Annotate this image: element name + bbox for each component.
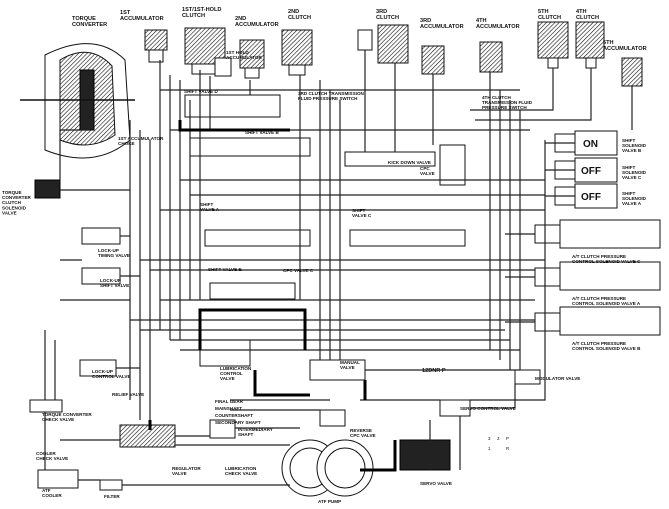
label-servo-valve: SERVO VALVE: [420, 481, 452, 486]
ssv-a-body: [554, 183, 618, 209]
modulator-body: [514, 369, 541, 385]
label-modulator: MODULATOR VALVE: [535, 376, 580, 381]
lub-check-body: [209, 419, 236, 439]
label-shift-valve-e: SHIFT VALVE E: [208, 267, 242, 272]
ac-c-body: [534, 219, 661, 249]
kick-down-body: [344, 151, 436, 167]
ac-b-body: [534, 306, 661, 336]
label-relief: RELIEF VALVE: [112, 392, 144, 397]
label-cpc-valve-c: CPC VALVE C: [283, 268, 314, 273]
gear-marker-2: 2: [497, 436, 500, 441]
clutch-5th-body: [537, 21, 569, 69]
label-shift-valve-b: SHIFT VALVE B: [245, 130, 279, 135]
label-servo-control: SERVO CONTROL VALVE: [460, 406, 516, 411]
label-countershaft: COUNTERSHAFT: [215, 413, 253, 418]
clutch-2nd-body: [281, 29, 313, 76]
servo-valve-body: [399, 439, 451, 471]
atf-pump-body: [281, 439, 374, 497]
shift-positions: 12DNR P: [422, 368, 446, 374]
ssv-b-state: ON: [583, 139, 598, 150]
shift-valve-d-body: [184, 94, 281, 118]
filter-body: [99, 479, 123, 491]
regulator-body: [119, 424, 176, 448]
acc-1st-hold-body: [214, 57, 232, 77]
ssv-b-body: [554, 130, 618, 156]
clutch-3rd-body: [357, 24, 409, 64]
lubrication-control-body: [199, 339, 251, 367]
acc-4th-body: [479, 41, 503, 73]
acc-3rd-body: [421, 45, 445, 75]
label-mainshaft: MAINSHAFT: [215, 406, 242, 411]
gear-marker-r: R: [506, 446, 509, 451]
ssv-a-state: OFF: [581, 192, 601, 203]
gear-marker-p: P: [506, 436, 509, 441]
label-shift-valve-d: SHIFT VALVE D: [184, 89, 218, 94]
label-filter: FILTER: [104, 494, 120, 499]
label-final-gear: FINAL GEAR: [215, 399, 244, 404]
label-kick-down: KICK DOWN VALVE: [388, 160, 431, 165]
shift-valve-b-body: [189, 137, 311, 157]
acc-2nd-body: [239, 39, 265, 79]
shift-valve-e-body: [209, 282, 296, 300]
acc-1st-body: [144, 29, 168, 63]
clutch-4th-body: [575, 21, 605, 69]
hydraulic-lines: [44, 50, 633, 486]
tc-check-body: [29, 399, 63, 413]
gear-marker-1: 1: [488, 446, 491, 451]
atf-cooler-body: [37, 469, 79, 489]
label-atf-pump: ATF PUMP: [318, 499, 341, 504]
label-secondary-shaft: SECONDARY SHAFT: [215, 420, 261, 425]
gear-marker-3: 3: [488, 436, 491, 441]
cpc-valve-body: [439, 144, 466, 186]
shift-valve-c-body: [349, 229, 466, 247]
ssv-c-state: OFF: [581, 166, 601, 177]
reverse-cpc-body: [319, 409, 346, 427]
tc-solenoid-body: [34, 179, 61, 199]
shift-valve-a-body: [204, 229, 311, 247]
ac-a-body: [534, 261, 661, 291]
acc-5th-body: [621, 57, 643, 87]
lockup-timing-body: [81, 227, 121, 245]
